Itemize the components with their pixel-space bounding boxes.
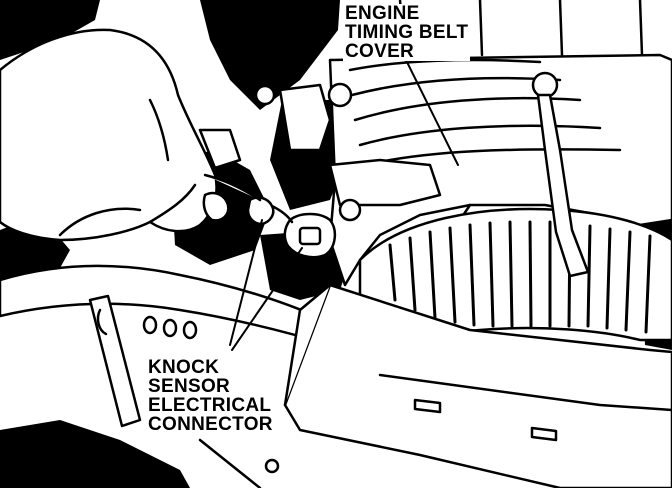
knock-sensor-connector-part (203, 173, 337, 259)
callout-line: TIMING BELT (345, 22, 469, 43)
bracket-and-bolts (198, 71, 590, 278)
callout-line: ENGINE (345, 3, 420, 24)
callout-line: COVER (345, 41, 415, 62)
foreground-housing (198, 283, 672, 488)
callout-line: ELECTRICAL (148, 395, 272, 416)
callout-line: KNOCK (148, 357, 220, 378)
engine-timing-belt-cover-callout: ENGINE TIMING BELT COVER (343, 3, 471, 62)
callout-line: SENSOR (148, 376, 231, 397)
technician-hand (0, 28, 230, 242)
leader-lines (229, 57, 459, 351)
pulley-grille (298, 207, 672, 342)
knock-sensor-connector-callout: KNOCK SENSOR ELECTRICAL CONNECTOR (146, 358, 275, 434)
callout-line: CONNECTOR (148, 414, 273, 435)
